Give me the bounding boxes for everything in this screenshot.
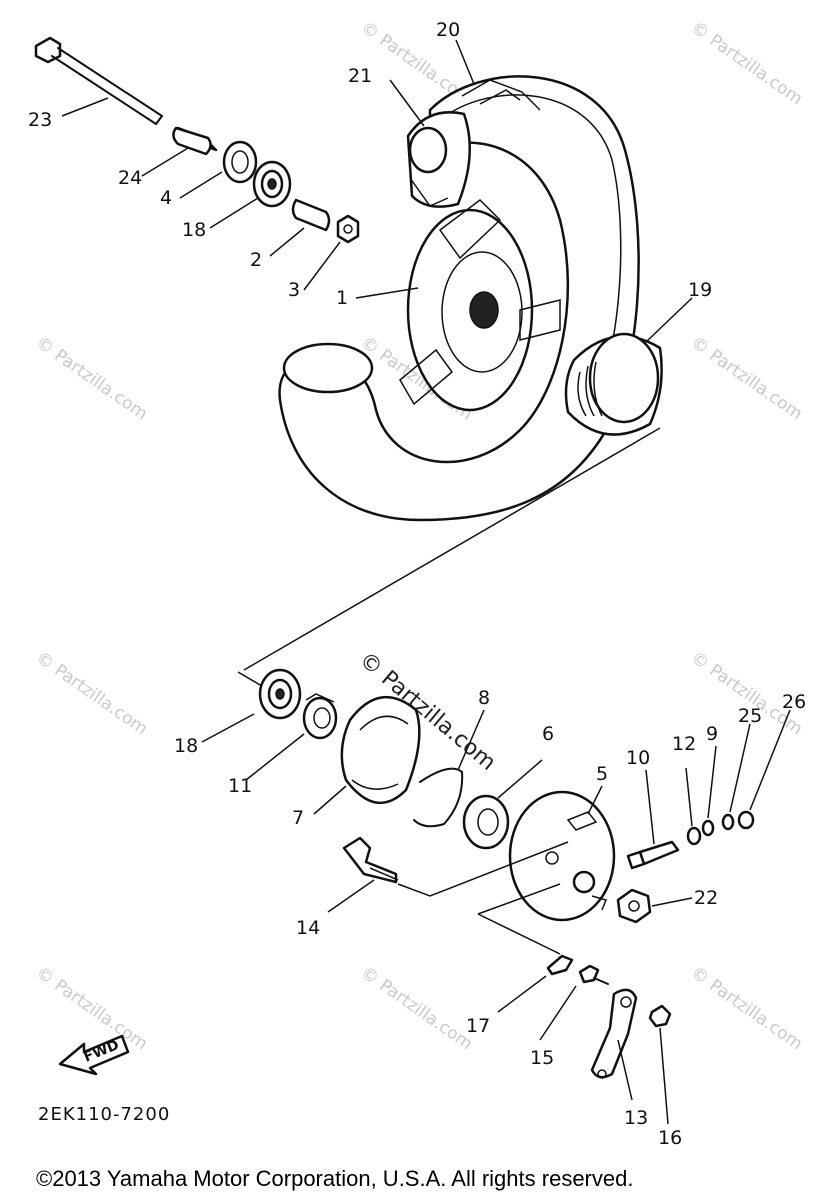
brake-spring [413, 767, 464, 828]
label-1: 1 [336, 287, 348, 309]
tire [564, 332, 663, 436]
watermark: © Partzilla.com [32, 963, 151, 1055]
cap [737, 810, 755, 830]
watermark: © Partzilla.com [687, 18, 806, 110]
label-22: 22 [694, 887, 718, 909]
label-21: 21 [348, 65, 372, 87]
label-14: 14 [296, 917, 320, 939]
label-5: 5 [596, 763, 608, 785]
brake-shoe [340, 695, 421, 805]
watermark: © Partzilla.com [32, 333, 151, 425]
label-20: 20 [436, 19, 460, 41]
collar [291, 198, 331, 232]
ring [701, 819, 715, 837]
gear-unit [302, 693, 338, 740]
camshaft-lever [590, 988, 638, 1079]
diagram-code: 2EK110-7200 [38, 1104, 170, 1125]
label-7: 7 [292, 807, 304, 829]
forward-arrow-icon: FWD [58, 1034, 130, 1076]
label-23: 23 [28, 109, 52, 131]
part-labels: 20 21 23 24 4 18 2 3 1 19 8 6 18 10 12 9… [28, 19, 806, 1149]
axle-nut [616, 888, 652, 924]
label-15: 15 [530, 1047, 554, 1069]
label-17: 17 [466, 1015, 490, 1037]
oil-seal-lower [462, 794, 510, 850]
label-10: 10 [626, 747, 650, 769]
cam-lever-bolt [578, 964, 609, 985]
speedometer-clutch [461, 79, 541, 111]
speedometer-gear-housing [406, 111, 472, 208]
label-13: 13 [624, 1107, 648, 1129]
axle-bolt [34, 36, 163, 125]
front-wheel [278, 75, 640, 522]
collar-nut [336, 214, 360, 244]
label-9: 9 [706, 723, 718, 745]
label-24: 24 [118, 167, 142, 189]
label-3: 3 [288, 279, 300, 301]
axle-spacer [172, 126, 218, 156]
wear-indicator [546, 954, 574, 976]
label-16: 16 [658, 1127, 682, 1149]
adjusting-bolt [626, 840, 680, 870]
lever-nut [648, 1004, 672, 1028]
copyright-notice: ©2013 Yamaha Motor Corporation, U.S.A. A… [36, 1166, 633, 1191]
watermark: © Partzilla.com [687, 963, 806, 1055]
leader-lines [61, 39, 791, 1125]
label-8: 8 [478, 687, 490, 709]
bearing-upper [252, 160, 292, 208]
label-12: 12 [672, 733, 696, 755]
label-6: 6 [542, 723, 554, 745]
label-18-lower: 18 [174, 735, 198, 757]
oil-seal [222, 140, 258, 184]
label-4: 4 [160, 187, 172, 209]
label-2: 2 [250, 249, 262, 271]
camshaft [342, 836, 399, 884]
label-19: 19 [688, 279, 712, 301]
label-11: 11 [228, 775, 252, 797]
bearing-lower [258, 668, 302, 720]
watermark: © Partzilla.com [32, 648, 151, 740]
watermark: © Partzilla.com [357, 963, 476, 1055]
o-ring [721, 813, 735, 831]
watermark: © Partzilla.com [687, 333, 806, 425]
label-18-upper: 18 [182, 219, 206, 241]
washer [686, 826, 702, 846]
brake-shoe-plate [508, 790, 616, 922]
label-25: 25 [738, 705, 762, 727]
label-26: 26 [782, 691, 806, 713]
